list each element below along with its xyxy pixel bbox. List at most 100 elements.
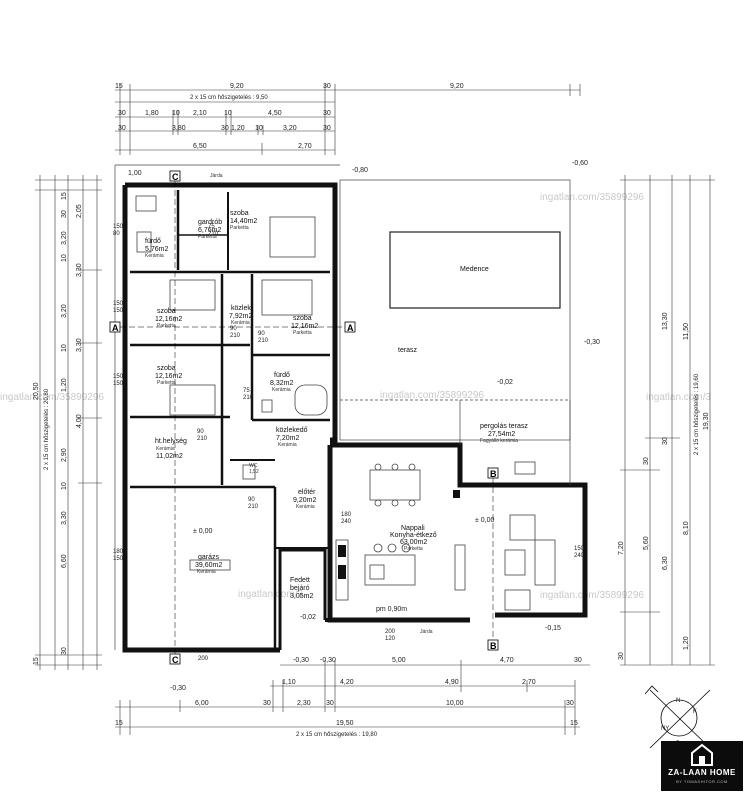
dim-text: 4,90 [445, 679, 459, 686]
brand-name: ZA-LAAN HOME [668, 768, 736, 777]
dim-text: 4,70 [500, 657, 514, 664]
room-area: 14,40m2 [230, 218, 257, 225]
top-dimension-lines [115, 84, 581, 155]
room-covered-entry: Fedett bejáró 3,05m2 [290, 577, 313, 600]
dim-text: 6,60 [61, 554, 68, 568]
dim-text: 30 [326, 700, 334, 707]
room-name: közlekedő [276, 427, 308, 434]
dim-text: 5,00 [392, 657, 406, 664]
pool [389, 231, 561, 309]
opening-label: 150 [113, 224, 124, 230]
opening-label: 90 [248, 497, 255, 503]
dim-text: 19,30 [703, 412, 710, 430]
dim-text: 8,10 [683, 521, 690, 535]
room-area: 12,16m2 [155, 316, 182, 323]
dim-text: 2,30 [297, 700, 311, 707]
room-area: 6,76m2 [198, 227, 221, 234]
dim-text: 13,30 [662, 312, 669, 330]
room-name: gardrób [198, 219, 222, 226]
dim-text: 4,20 [340, 679, 354, 686]
dim-text: 15 [115, 720, 123, 727]
opening-label: 210 [258, 338, 269, 344]
room-floor: Fagyálló kerámia [480, 438, 518, 444]
room-labels: fürdő 5,76m2 Kerámia gardrób 6,76m2 Park… [145, 210, 528, 600]
dim-text: 10,00 [446, 700, 464, 707]
room-floor: Kerámia [278, 442, 297, 448]
level-mark: ± 0,00 [193, 528, 213, 535]
dim-text: 6,30 [662, 556, 669, 570]
room-name: terasz [398, 347, 418, 354]
room-name: szoba [157, 365, 176, 372]
dim-text: 7,20 [618, 541, 625, 555]
compass-k: K [693, 709, 697, 715]
opening-label: 150 [113, 374, 124, 380]
room-name: fürdő [145, 238, 161, 245]
dim-text: 1,00 [128, 170, 142, 177]
dim-text: 30 [61, 210, 68, 218]
room-corridor-1: közlek. 7,92m2 Kerámia [229, 305, 253, 326]
section-a-right: A [347, 323, 354, 333]
level-mark: -0,15 [545, 625, 561, 632]
room-area: 5,76m2 [145, 246, 168, 253]
opening-labels: 150 80 150 150 150 150 180 150 75 210 90… [113, 224, 585, 662]
solid-fixtures [338, 490, 460, 579]
room-name: fürdő [274, 372, 290, 379]
dim-text: 19,50 [336, 720, 354, 727]
room-bath-2: fürdő 8,32m2 Kerámia [270, 372, 293, 393]
room-floor: Kerámia [156, 446, 175, 452]
pool-label: Medence [460, 266, 489, 273]
room-area: bejáró [290, 585, 310, 592]
dim-text: 3,30 [61, 511, 68, 525]
dim-label: 2 x 15 cm hőszigetelés : 9,50 [190, 95, 268, 101]
level-mark: -0,30 [584, 339, 600, 346]
room-bedroom-master: szoba 14,40m2 Parketta [230, 210, 257, 231]
dim-text: 2,05 [76, 204, 83, 218]
opening-label: 210 [230, 333, 241, 339]
room-area: 27,54m2 [488, 431, 515, 438]
dim-text: 2,10 [193, 110, 207, 117]
building-walls [122, 182, 588, 653]
watermark: ingatlan.com/3 [646, 392, 711, 403]
dim-text: 30 [566, 700, 574, 707]
room-area: 7,92m2 [229, 313, 252, 320]
dim-text: 4,00 [76, 414, 83, 428]
dim-text: 10 [61, 482, 68, 490]
opening-label: 180 [341, 512, 352, 518]
dim-text: 10 [61, 254, 68, 262]
level-mark: ± 0,00 [475, 517, 495, 524]
watermark: ingatlan.com/3 [238, 589, 303, 600]
dim-text: 30 [323, 110, 331, 117]
opening-label: 80 [113, 231, 120, 237]
left-dimension-texts: 20,50 2 x 15 cm hőszigetelés : 20,80 15 … [33, 192, 83, 665]
room-floor: Parketta [293, 330, 312, 336]
opening-label: 200 [385, 629, 396, 635]
room-living: Nappali Konyha-étkező 63,00m2 Parketta [390, 525, 437, 552]
dim-text: 1,20 [61, 378, 68, 392]
opening-label: 150 [113, 556, 124, 562]
dim-text: 30 [323, 125, 331, 132]
room-floor: Kerámia [272, 387, 291, 393]
room-bath-1: fürdő 5,76m2 Kerámia [145, 238, 168, 259]
walkway-label: Járda [210, 173, 223, 179]
room-name: szoba [230, 210, 249, 217]
room-wardrobe: gardrób 6,76m2 Parketta [198, 219, 222, 240]
dim-text: 15 [61, 192, 68, 200]
dim-text: 6,50 [193, 143, 207, 150]
section-c-top: C [172, 172, 179, 182]
dim-text: 30 [662, 437, 669, 445]
walkway-label: Járda [420, 629, 433, 635]
room-name: közlek. [231, 305, 253, 312]
room-area: 9,20m2 [293, 497, 316, 504]
dim-text: 1,20 [683, 636, 690, 650]
opening-label: 210 [243, 395, 254, 401]
room-area: 12,16m2 [291, 323, 318, 330]
dim-text: 9,20 [230, 83, 244, 90]
dim-text: 6,00 [195, 700, 209, 707]
room-corridor-2: közlekedő 7,20m2 Kerámia [276, 427, 308, 448]
dim-text: 2,90 [61, 448, 68, 462]
dim-text: 30 [221, 125, 229, 132]
dim-text: 10 [255, 125, 263, 132]
compass-ny: NY [661, 726, 669, 732]
opening-label: 210 [197, 436, 208, 442]
room-name: szoba [293, 315, 312, 322]
